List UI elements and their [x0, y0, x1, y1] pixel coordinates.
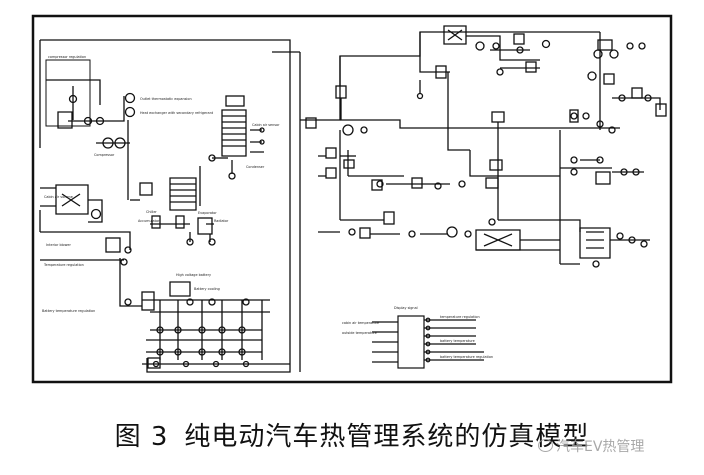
- label-accumulator: Accumulator: [138, 219, 160, 223]
- watermark: 汽车EV热管理: [538, 436, 644, 456]
- figure-number: 图 3: [114, 422, 169, 452]
- label-high-voltage-battery: High voltage battery: [176, 273, 211, 277]
- signal-legend: [372, 315, 484, 369]
- label-compressor-regulation: compressor regulation: [48, 55, 86, 59]
- legend-battery-temperature: battery temperature: [440, 339, 475, 343]
- label-battery-temperature-regulation: Battery temperature regulation: [42, 309, 95, 313]
- label-heat-exchanger: Heat exchanger with secondary refrigeran…: [140, 111, 214, 115]
- label-evaporator: Evaporator: [198, 211, 217, 215]
- label-chiller: Chiller: [146, 210, 157, 214]
- label-cabin-air-sensor: Cabin air sensor: [252, 123, 280, 127]
- label-condenser: Condenser: [246, 165, 265, 169]
- label-cabin-air-volume: Cabin air volume: [44, 195, 73, 199]
- wechat-icon: [538, 439, 553, 452]
- label-interior-blower: Interior blower: [46, 243, 71, 247]
- label-compressor: Compressor: [94, 153, 115, 157]
- legend-outside-temperature: outside temperature: [342, 331, 377, 335]
- legend-temperature-regulation: temperature regulation: [440, 315, 480, 319]
- left-subsystem-labels: compressor regulation Outlet thermostati…: [42, 55, 280, 313]
- label-battery-cooling: Battery cooling: [194, 287, 220, 291]
- thermal-management-simulation-diagram: compressor regulation Outlet thermostati…: [31, 14, 673, 384]
- label-thermostatic-expansion: Outlet thermostatic expansion: [140, 97, 192, 101]
- legend-cabin-air-temperature: cabin air temperature: [342, 321, 379, 325]
- legend-labels: Display signal cabin air temperature out…: [342, 306, 493, 359]
- watermark-text: 汽车EV热管理: [556, 439, 645, 455]
- label-radiator: Radiator: [214, 219, 229, 223]
- refrigerant-battery-subsystem: [39, 39, 301, 373]
- figure-caption: 图 3 纯电动汽车热管理系统的仿真模型: [0, 416, 704, 453]
- coolant-powertrain-subsystem: [300, 25, 667, 268]
- legend-battery-temperature-regulation: battery temperature regulation: [440, 355, 493, 359]
- figure-title: 纯电动汽车热管理系统的仿真模型: [184, 422, 590, 452]
- legend-title: Display signal: [394, 306, 418, 310]
- label-temperature-regulation: Temperature regulation: [43, 263, 84, 267]
- figure-frame: [31, 14, 673, 384]
